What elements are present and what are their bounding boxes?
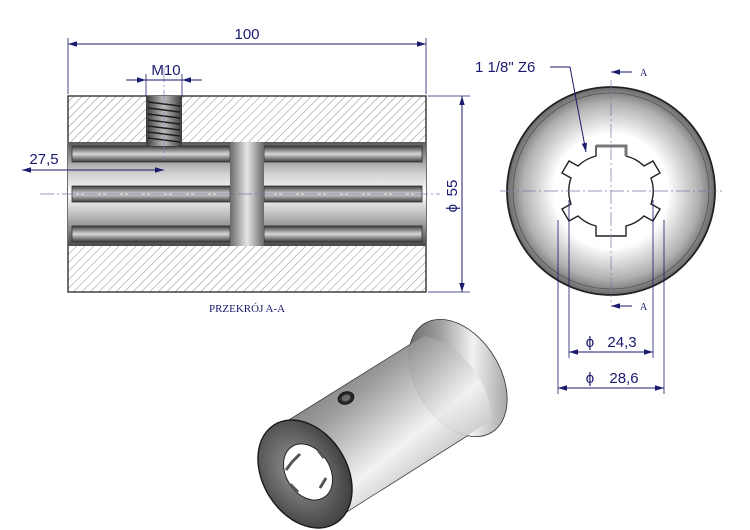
thread-dimension: M10	[151, 62, 180, 79]
length-dimension: 100	[234, 26, 259, 43]
section-marker-bottom: A	[640, 302, 648, 313]
offset-dimension: 27,5	[29, 151, 58, 168]
minor-diameter-symbol: ϕ	[586, 334, 594, 351]
isometric-render	[257, 318, 508, 529]
major-diameter-dimension: 28,6	[609, 370, 638, 387]
section-view: 100 M10 27,5 ϕ 55 PRZEKRÓJ A-A	[22, 26, 470, 315]
minor-diameter-dimension: 24,3	[607, 334, 636, 351]
section-marker-top: A	[640, 68, 648, 79]
spline-spec-label: 1 1/8" Z6	[475, 59, 535, 76]
diameter-symbol: ϕ	[444, 204, 461, 212]
end-view: A A 1 1/8" Z6 ϕ 24,3 ϕ 28,6	[475, 59, 722, 394]
section-caption: PRZEKRÓJ A-A	[209, 303, 285, 315]
major-diameter-symbol: ϕ	[586, 370, 594, 387]
threaded-hole-3d	[337, 391, 355, 405]
outer-diameter-dimension: 55	[444, 180, 461, 197]
